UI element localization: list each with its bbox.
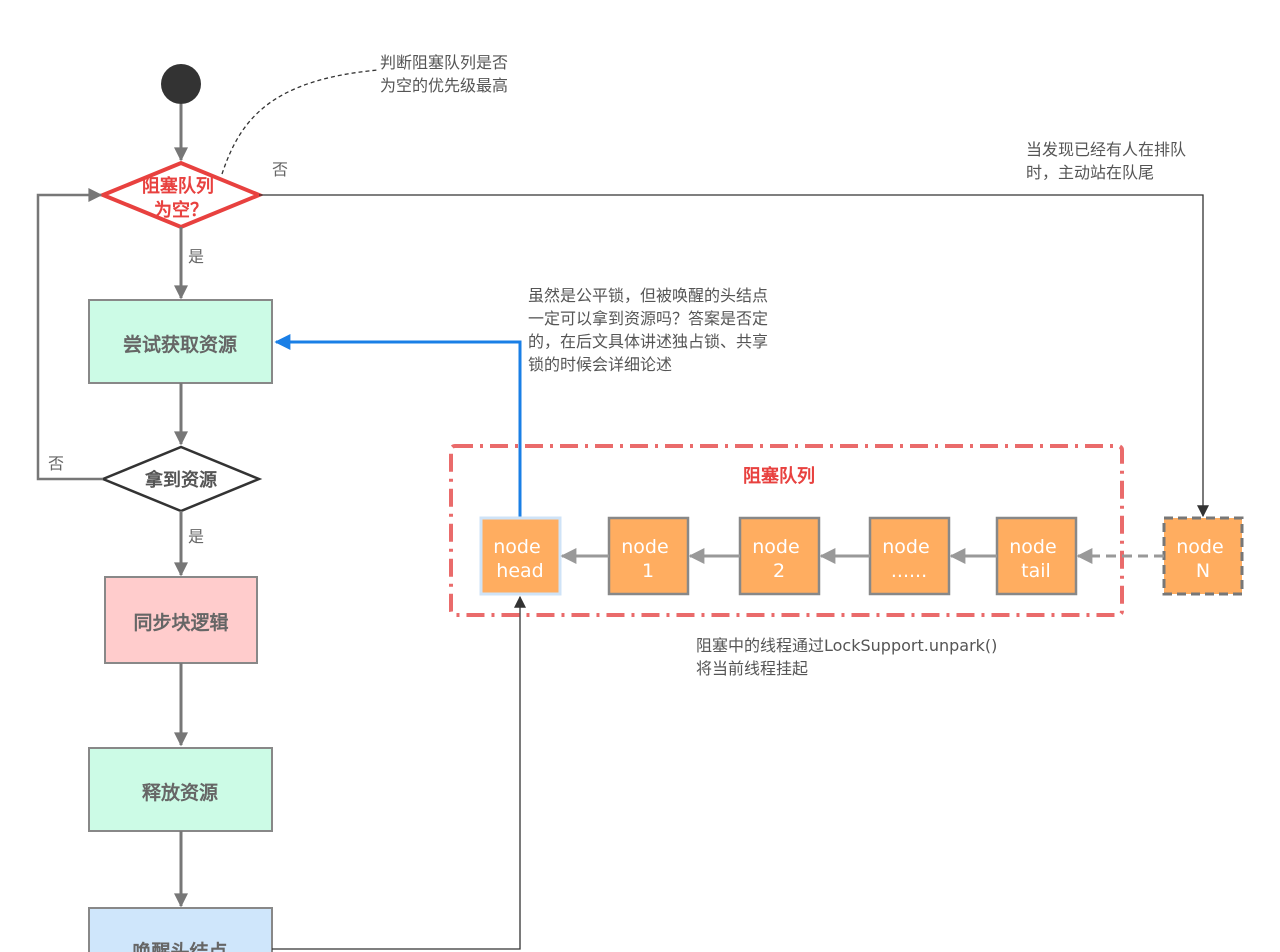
box-wake-head-label: 唤醒头结点 xyxy=(132,940,227,952)
queue-node-2-label: node 2 xyxy=(752,536,805,582)
queue-node-head-label: node head xyxy=(493,536,546,582)
blocking-queue-title: 阻塞队列 xyxy=(743,465,815,487)
priority-note: 判断阻塞队列是否 为空的优先级最高 xyxy=(380,53,513,95)
blocking-queue-container xyxy=(449,444,1124,617)
arrow-wake-to-node-head xyxy=(272,595,526,950)
unpark-note: 阻塞中的线程通过LockSupport.unpark() 将当前线程挂起 xyxy=(696,636,1003,678)
queue-node-1-label: node 1 xyxy=(621,536,674,582)
decision-queue-empty-label: 阻塞队列 为空？ xyxy=(142,175,220,221)
decision-got-resource-label: 拿到资源 xyxy=(144,469,217,491)
box-release-label: 释放资源 xyxy=(142,781,218,804)
label-no-left: 否 xyxy=(48,454,64,473)
box-try-acquire xyxy=(88,299,273,384)
queue-node-2: node 2 xyxy=(738,516,821,596)
priority-callout-line xyxy=(221,69,379,175)
queue-node-head: node head xyxy=(479,516,562,596)
box-sync-logic-label: 同步块逻辑 xyxy=(133,611,228,634)
start-node xyxy=(161,64,201,104)
label-yes-1: 是 xyxy=(188,247,204,266)
queue-node-tail-label: node tail xyxy=(1009,536,1062,582)
queue-node-ellipsis: node ...... xyxy=(868,516,951,596)
queue-node-new: node N xyxy=(1162,516,1244,596)
arrow-loop-back xyxy=(36,188,103,481)
queue-node-1: node 1 xyxy=(607,516,690,596)
queue-node-new-label: node N xyxy=(1176,536,1229,582)
box-sync-logic xyxy=(104,576,258,664)
box-release xyxy=(88,747,273,832)
box-try-acquire-label: 尝试获取资源 xyxy=(123,333,237,356)
arrow-head-to-try xyxy=(274,334,522,517)
queue-tail-note: 当发现已经有人在排队 时，主动站在队尾 xyxy=(1026,140,1191,182)
decision-got-resource xyxy=(99,445,263,513)
label-no-top: 否 xyxy=(272,160,288,179)
fair-lock-note: 虽然是公平锁，但被唤醒的头结点 一定可以拿到资源吗？答案是否定 的，在后文具体讲… xyxy=(528,286,773,374)
arrow-decision-to-node-n xyxy=(259,194,1209,518)
queue-node-ellipsis-label: node ...... xyxy=(882,536,935,582)
label-yes-2: 是 xyxy=(188,527,204,546)
box-wake-head xyxy=(88,907,273,952)
queue-node-tail: node tail xyxy=(995,516,1078,596)
